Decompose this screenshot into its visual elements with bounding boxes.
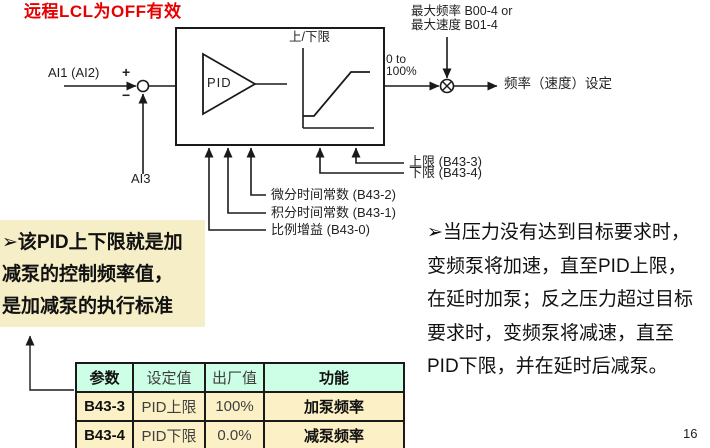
cell-setvalue-upper: PID上限 <box>132 391 206 422</box>
summing-junction-icon <box>136 79 150 93</box>
feedback-signal-label: AI3 <box>131 171 151 186</box>
table-header-row: 参数 设定值 出厂值 功能 <box>75 362 405 393</box>
pid-label: PID <box>207 75 232 90</box>
frequency-setting-label: 频率（速度）设定 <box>504 76 612 91</box>
cell-param-b43-3: B43-3 <box>75 391 134 422</box>
integral-time-connector <box>223 147 266 214</box>
max-frequency-line1: 最大频率 B00-4 or <box>411 4 513 18</box>
multiplier-x2 <box>442 81 452 91</box>
minus-sign: − <box>122 87 131 103</box>
max-frequency-line2: 最大速度 B01-4 <box>411 17 498 32</box>
header-cell-function: 功能 <box>263 362 405 393</box>
upper-limit-label: 上限 (B43-3) <box>409 154 482 169</box>
right-note-line2: 变频泵将加速，直至PID上限， <box>427 255 687 277</box>
table-row: B43-4 PID下限 0.0% 减泵频率 <box>75 420 405 448</box>
max-frequency-label: 最大频率 B00-4 or 最大速度 B01-4 <box>411 4 513 32</box>
output-range-line1: 0 to <box>386 52 407 66</box>
right-note-line1: ➢当压力没有达到目标要求时， <box>427 222 690 243</box>
pid-triangle-icon <box>202 52 257 116</box>
upper-limit-connector <box>351 147 404 164</box>
cell-default-upper: 100% <box>204 391 265 422</box>
cell-function-lower: 减泵频率 <box>263 420 405 448</box>
slide-title: 远程LCL为OFF有效 <box>24 2 182 21</box>
cell-default-lower: 0.0% <box>204 420 265 448</box>
right-note-line5: PID下限，并在延时后减泵。 <box>427 356 668 377</box>
left-note-line2: 减泵的控制频率值， <box>2 264 174 285</box>
cell-param-b43-4: B43-4 <box>75 420 134 448</box>
left-note-line1: ➢该PID上下限就是加 <box>2 232 183 253</box>
cell-setvalue-lower: PID下限 <box>132 420 206 448</box>
input-signal-label: AI1 (AI2) <box>48 65 100 80</box>
header-cell-param: 参数 <box>75 362 134 393</box>
left-note-box: ➢该PID上下限就是加 减泵的控制频率值， 是加减泵的执行标准 <box>0 220 205 327</box>
plus-sign: + <box>122 64 131 80</box>
derivative-time-connector <box>246 147 266 196</box>
parameter-table: 参数 设定值 出厂值 功能 B43-3 PID上限 100% 加泵频率 B43-… <box>75 362 405 448</box>
limiter-saturation-curve <box>303 71 370 117</box>
limiter-label: 上/下限 <box>289 30 330 44</box>
lower-limit-label: 下限 (B43-4) <box>409 165 482 180</box>
left-note-line3: 是加减泵的执行标准 <box>2 296 174 317</box>
cell-function-upper: 加泵频率 <box>263 391 405 422</box>
proportional-gain-label: 比例增益 (B43-0) <box>271 222 370 237</box>
output-range-line2: 100% <box>386 64 417 78</box>
right-note-line4: 要求时，变频泵将减速，直至 <box>427 322 675 344</box>
header-cell-default: 出厂值 <box>204 362 265 393</box>
page-number: 16 <box>683 426 698 441</box>
table-row: B43-3 PID上限 100% 加泵频率 <box>75 391 405 422</box>
derivative-time-label: 微分时间常数 (B43-2) <box>271 187 396 202</box>
right-note-line3: 在延时加泵；反之压力超过目标 <box>427 289 694 310</box>
output-range-label: 0 to 100% <box>386 53 417 77</box>
table-to-note-arrow <box>25 335 74 391</box>
header-cell-setvalue: 设定值 <box>132 362 206 393</box>
right-note-text: ➢当压力没有达到目标要求时， 变频泵将加速，直至PID上限， 在延时加泵；反之压… <box>427 216 710 384</box>
integral-time-label: 积分时间常数 (B43-1) <box>271 205 396 220</box>
lower-limit-connector <box>315 147 404 174</box>
proportional-gain-connector <box>204 147 266 231</box>
